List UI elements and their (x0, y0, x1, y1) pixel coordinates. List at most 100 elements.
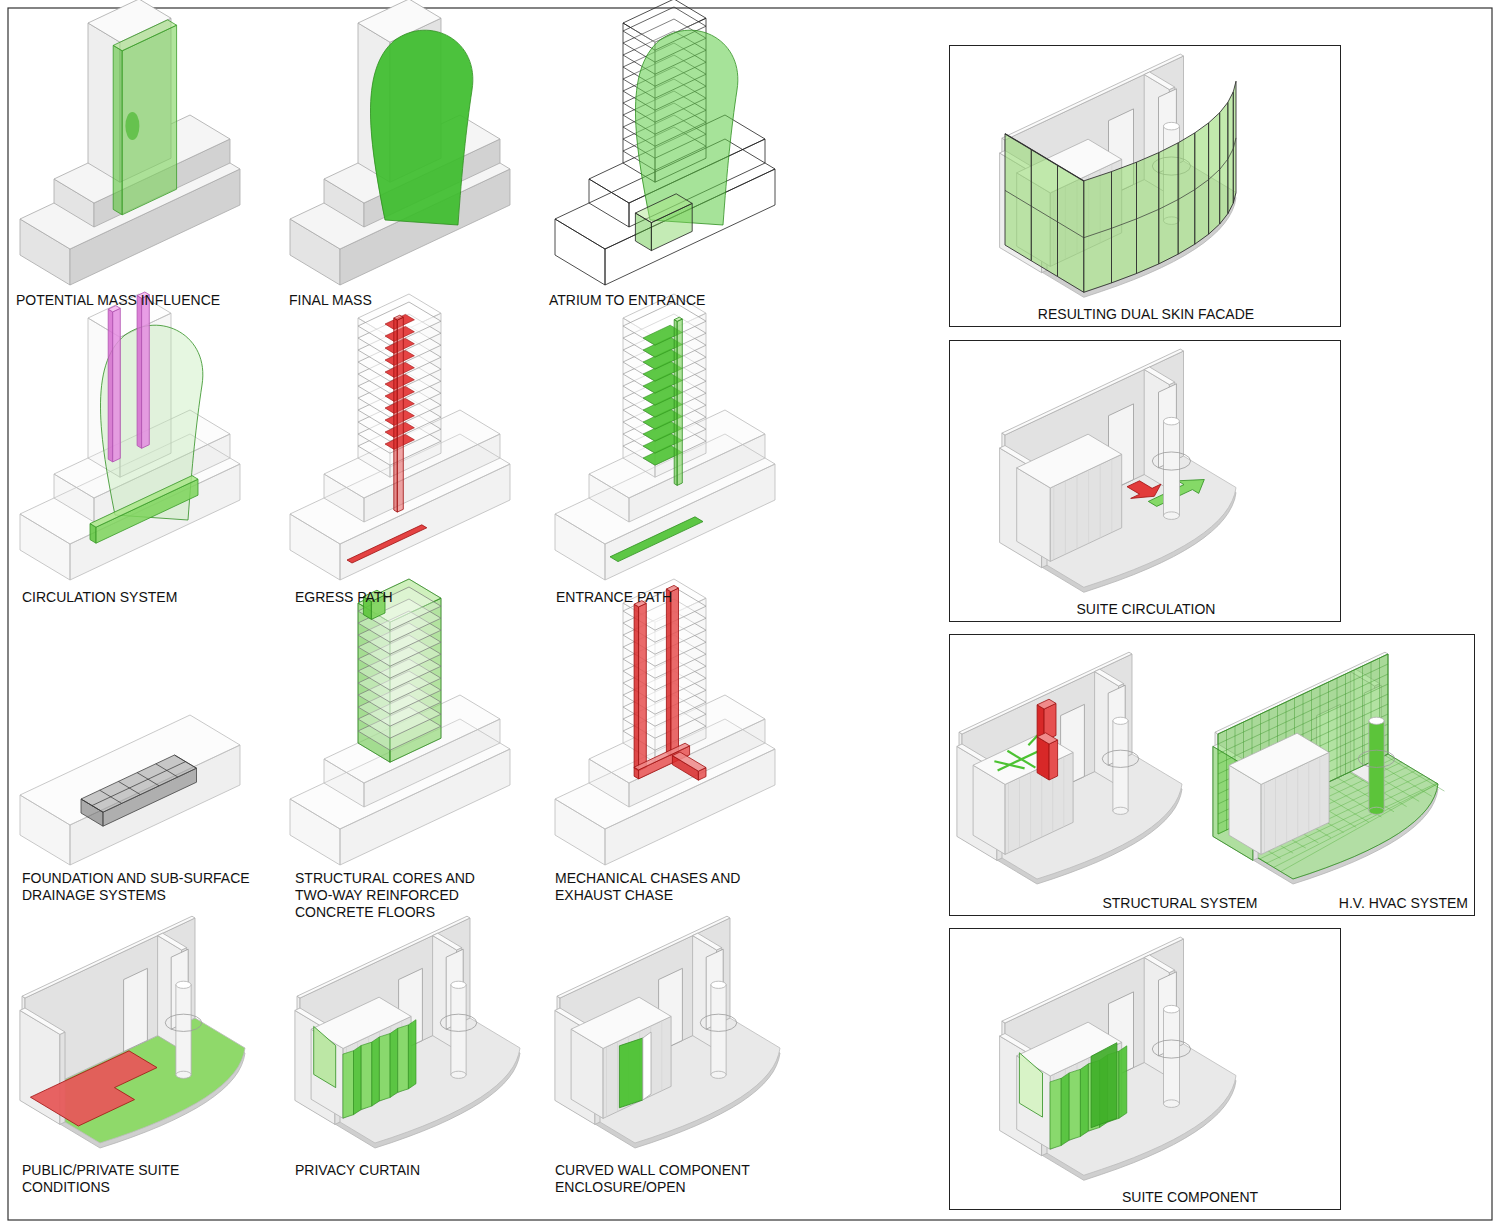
illustration-part (122, 25, 176, 215)
illustration-part (617, 1042, 618, 1112)
illustration-part (1209, 169, 1220, 179)
illustration-part (440, 1014, 476, 1031)
illustration-part (398, 1025, 409, 1092)
illustration-part (1005, 190, 1031, 206)
diagram-caption: FINAL MASS (289, 292, 372, 309)
diagram-caption: MECHANICAL CHASES AND EXHAUST CHASE (555, 870, 770, 904)
illustration-part (1112, 219, 1137, 228)
illustration-part (1388, 654, 1389, 754)
illustration-part (1345, 674, 1346, 774)
illustration-part (1084, 172, 1112, 293)
panel-caption: STRUCTURAL SYSTEM (1100, 895, 1259, 911)
illustration-part (661, 1021, 662, 1091)
illustration-part (1019, 778, 1020, 848)
illustration-part (1095, 669, 1124, 686)
illustration-part (113, 308, 121, 462)
illustration-part (1077, 475, 1078, 549)
illustration-part (1286, 772, 1287, 842)
illustration-part (1337, 678, 1338, 778)
illustration-part (137, 296, 142, 449)
illustration-part (1144, 72, 1175, 90)
illustration-part (1113, 717, 1128, 724)
illustration-part (1102, 750, 1138, 767)
illustration-part (1031, 206, 1057, 222)
diagram-caption: EGRESS PATH (295, 589, 393, 606)
illustration-part (1159, 143, 1178, 264)
illustration-part (1037, 733, 1058, 744)
illustration-part (1369, 807, 1384, 814)
illustration-part (606, 1047, 607, 1117)
illustration-part (643, 1032, 651, 1100)
illustration-part (1275, 778, 1276, 848)
illustration-part (634, 604, 639, 771)
illustration-part (1069, 1069, 1080, 1140)
illustration-part (92, 762, 186, 806)
illustration-part (1163, 1100, 1179, 1108)
illustration-part (1220, 102, 1228, 224)
illustration-part (666, 589, 671, 756)
illustration-part (1005, 134, 1084, 181)
diagram-caption: PRIVACY CURTAIN (295, 1162, 420, 1179)
diagram-caption: STRUCTURAL CORES AND TWO-WAY REINFORCED … (295, 870, 500, 921)
illustration-part (176, 981, 191, 988)
illustration-part (1163, 417, 1179, 425)
illustration-part (394, 315, 404, 320)
illustration-part (1050, 1078, 1061, 1149)
illustration-part (1233, 138, 1236, 149)
illustration-part (1019, 1053, 1042, 1117)
illustration-part (1137, 153, 1159, 274)
illustration-part (176, 985, 191, 1075)
illustration-part (1127, 481, 1161, 499)
illustration-part (571, 997, 671, 1048)
illustration-part (1226, 730, 1227, 830)
illustration-part (81, 755, 197, 812)
diagram-caption: POTENTIAL MASS INFLUENCE (16, 292, 220, 309)
illustration-part (347, 525, 427, 563)
panel-frame: SUITE CIRCULATION (949, 340, 1341, 622)
illustration-part (1031, 149, 1057, 276)
illustration-part (1041, 767, 1042, 837)
diagram-caption: ENTRANCE PATH (556, 589, 672, 606)
illustration-part (1159, 200, 1178, 210)
illustration-part (343, 1051, 354, 1118)
illustration-part (1264, 783, 1265, 853)
panel-caption: SUITE COMPONENT (1120, 1189, 1260, 1205)
illustration-part (700, 1014, 736, 1031)
illustration-part (390, 1028, 398, 1097)
panel-frame: RESULTING DUAL SKIN FACADE (949, 45, 1341, 327)
illustration-part (1228, 149, 1233, 160)
illustration-part (451, 1071, 466, 1078)
illustration-part (361, 1042, 372, 1109)
diagram-caption: FOUNDATION AND SUB-SURFACE DRAINAGE SYST… (22, 870, 272, 904)
illustration-part (994, 761, 1024, 768)
illustration-part (1113, 807, 1128, 814)
illustration-part (125, 112, 139, 140)
illustration-part (1195, 180, 1209, 190)
illustration-part (693, 933, 722, 950)
illustration-part (635, 30, 737, 225)
illustration-part (671, 588, 679, 756)
illustration-part (165, 1014, 201, 1031)
illustration-part (555, 434, 775, 544)
illustration-part (1030, 772, 1031, 842)
illustration-part (433, 933, 462, 950)
illustration-part (1362, 666, 1363, 766)
illustration-part (1100, 464, 1101, 538)
illustration-part (1233, 81, 1236, 203)
illustration-part (1037, 699, 1056, 709)
illustration-part (1354, 670, 1355, 770)
illustration-part (610, 517, 703, 562)
illustration-part (1163, 421, 1179, 516)
illustration-part (623, 302, 706, 345)
illustration-part (451, 985, 466, 1075)
illustration-part (408, 1020, 416, 1089)
illustration-part (711, 981, 726, 988)
illustration-part (1220, 159, 1228, 169)
illustration-part (1053, 486, 1054, 560)
illustration-part (711, 1071, 726, 1078)
illustration-part (1209, 113, 1220, 235)
diagram-caption: CURVED WALL COMPONENT ENCLOSURE/OPEN (555, 1162, 780, 1196)
illustration-part (1137, 209, 1159, 219)
